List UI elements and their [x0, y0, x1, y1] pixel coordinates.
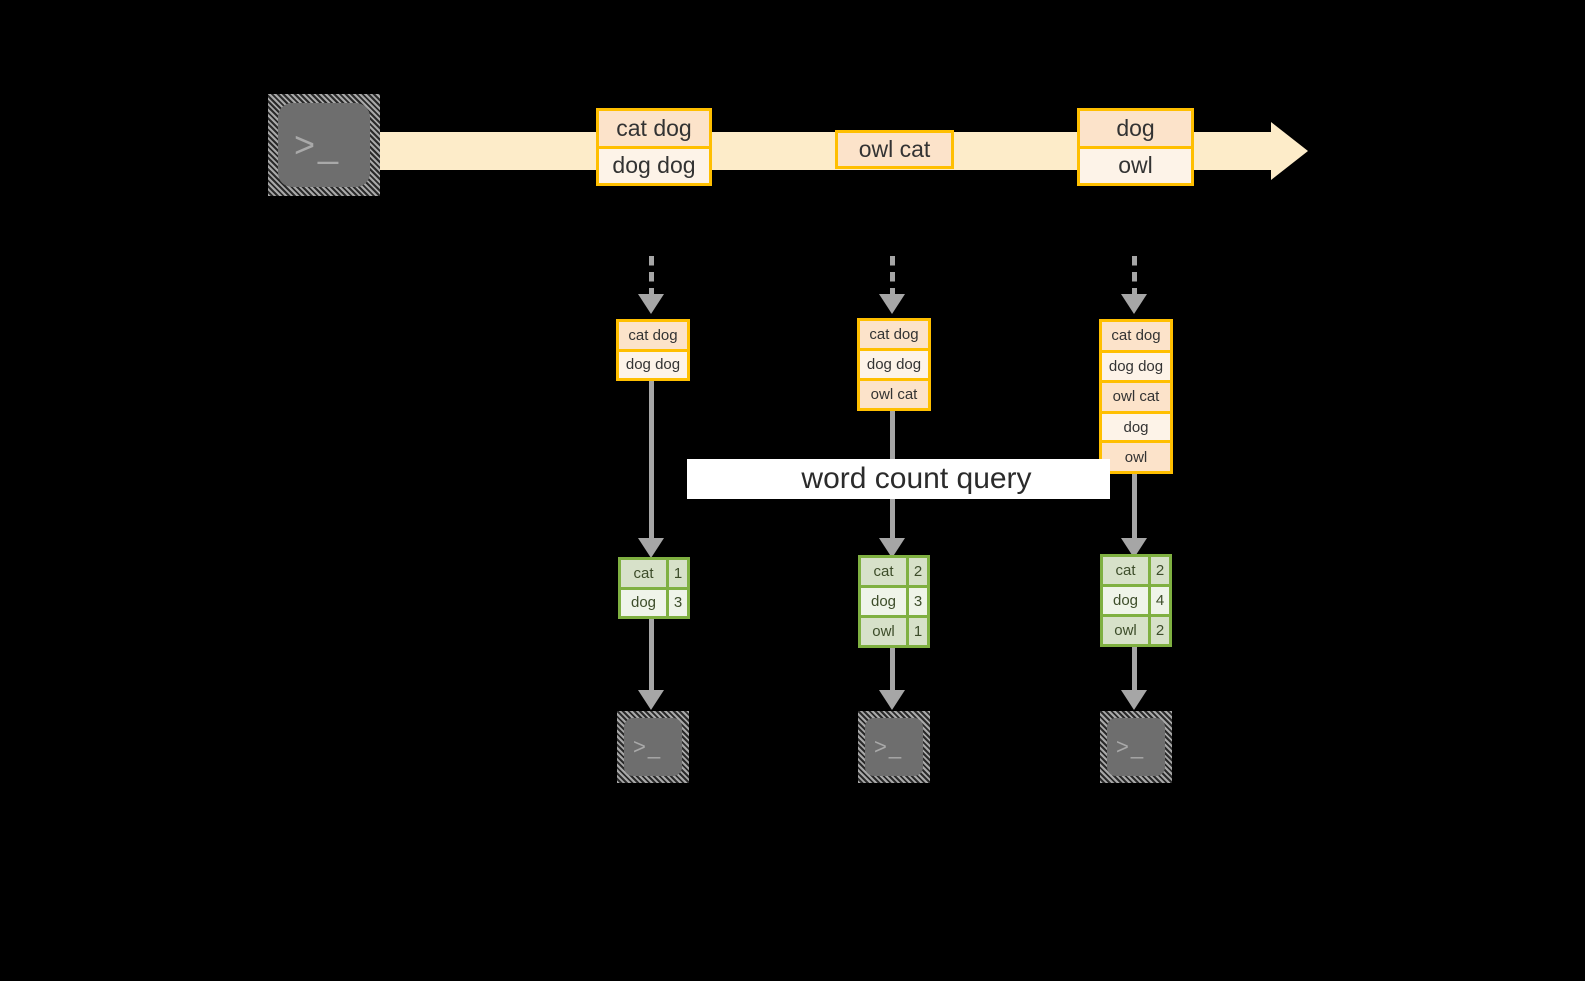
- state-line: owl cat: [860, 378, 928, 408]
- stream-message-line: owl: [1080, 145, 1191, 183]
- table-cell-count: 2: [1148, 557, 1169, 584]
- snapshot-state-1[interactable]: cat dog dog dog: [616, 319, 690, 381]
- query-flow-arrowhead-2: [879, 538, 905, 558]
- table-cell-word: owl: [1103, 617, 1148, 644]
- state-line: cat dog: [860, 321, 928, 348]
- state-line: dog dog: [1102, 349, 1170, 381]
- table-cell-count: 1: [666, 560, 687, 587]
- result-table-2[interactable]: cat 2 dog 3 owl 1: [858, 555, 930, 648]
- terminal-prompt-glyph: >_: [874, 734, 904, 759]
- snapshot-state-2[interactable]: cat dog dog dog owl cat: [857, 318, 931, 411]
- terminal-prompt-glyph: >_: [294, 124, 342, 165]
- terminal-prompt-glyph: >_: [633, 734, 663, 759]
- table-row: cat 2: [861, 558, 927, 585]
- query-flow-arrowhead-3: [1121, 538, 1147, 558]
- table-row: owl 2: [1103, 614, 1169, 644]
- result-flow-arrowhead-2: [879, 690, 905, 710]
- table-cell-count: 3: [906, 588, 927, 615]
- snapshot-tap-line-3: [1132, 256, 1137, 298]
- table-cell-word: cat: [621, 560, 666, 587]
- producer-terminal-icon[interactable]: >_: [268, 94, 380, 196]
- table-cell-word: dog: [1103, 587, 1148, 614]
- stream-message-line: dog: [1080, 111, 1191, 146]
- consumer-terminal-icon-1[interactable]: >_: [617, 711, 689, 783]
- table-cell-count: 4: [1148, 587, 1169, 614]
- result-flow-arrowhead-3: [1121, 690, 1147, 710]
- table-cell-word: owl: [861, 618, 906, 645]
- snapshot-tap-arrowhead-1: [638, 294, 664, 314]
- stream-message-line: cat dog: [599, 111, 709, 146]
- table-cell-count: 1: [906, 618, 927, 645]
- consumer-terminal-icon-2[interactable]: >_: [858, 711, 930, 783]
- table-cell-word: cat: [1103, 557, 1148, 584]
- table-cell-word: dog: [621, 589, 666, 616]
- result-table-3[interactable]: cat 2 dog 4 owl 2: [1100, 554, 1172, 647]
- state-line: owl cat: [1102, 380, 1170, 411]
- query-flow-arrowhead-1: [638, 538, 664, 558]
- result-flow-arrowhead-1: [638, 690, 664, 710]
- result-flow-line-2: [890, 648, 895, 693]
- table-cell-word: dog: [861, 588, 906, 615]
- table-row: owl 1: [861, 615, 927, 645]
- snapshot-tap-line-1: [649, 256, 654, 298]
- consumer-terminal-icon-3[interactable]: >_: [1100, 711, 1172, 783]
- state-line: dog dog: [860, 348, 928, 378]
- stream-message-line: dog dog: [599, 145, 709, 183]
- table-cell-count: 2: [906, 558, 927, 585]
- result-table-1[interactable]: cat 1 dog 3: [618, 557, 690, 619]
- state-line: dog: [1102, 410, 1170, 441]
- query-label-band: word count query: [687, 459, 1110, 499]
- query-label-text: word count query: [801, 462, 1032, 495]
- stream-arrow-head: [1271, 122, 1308, 180]
- state-line: cat dog: [1102, 322, 1170, 350]
- state-line: cat dog: [619, 322, 687, 349]
- result-flow-line-1: [649, 619, 654, 693]
- stream-message-2[interactable]: owl cat: [835, 130, 954, 169]
- stream-message-3[interactable]: dog owl: [1077, 108, 1194, 186]
- state-line: owl: [1102, 440, 1170, 471]
- snapshot-state-3[interactable]: cat dog dog dog owl cat dog owl: [1099, 319, 1173, 474]
- result-flow-line-3: [1132, 647, 1137, 693]
- state-line: dog dog: [619, 348, 687, 378]
- snapshot-tap-arrowhead-3: [1121, 294, 1147, 314]
- table-row: dog 4: [1103, 584, 1169, 614]
- query-flow-line-1: [649, 381, 654, 546]
- table-row: dog 3: [861, 585, 927, 615]
- terminal-prompt-glyph: >_: [1116, 734, 1146, 759]
- query-flow-line-3: [1132, 474, 1137, 546]
- table-row: dog 3: [621, 586, 687, 616]
- snapshot-tap-arrowhead-2: [879, 294, 905, 314]
- table-row: cat 1: [621, 560, 687, 587]
- snapshot-tap-line-2: [890, 256, 895, 298]
- table-cell-count: 2: [1148, 617, 1169, 644]
- table-cell-count: 3: [666, 589, 687, 616]
- stream-message-line: owl cat: [838, 133, 951, 166]
- table-cell-word: cat: [861, 558, 906, 585]
- stream-message-1[interactable]: cat dog dog dog: [596, 108, 712, 186]
- table-row: cat 2: [1103, 557, 1169, 584]
